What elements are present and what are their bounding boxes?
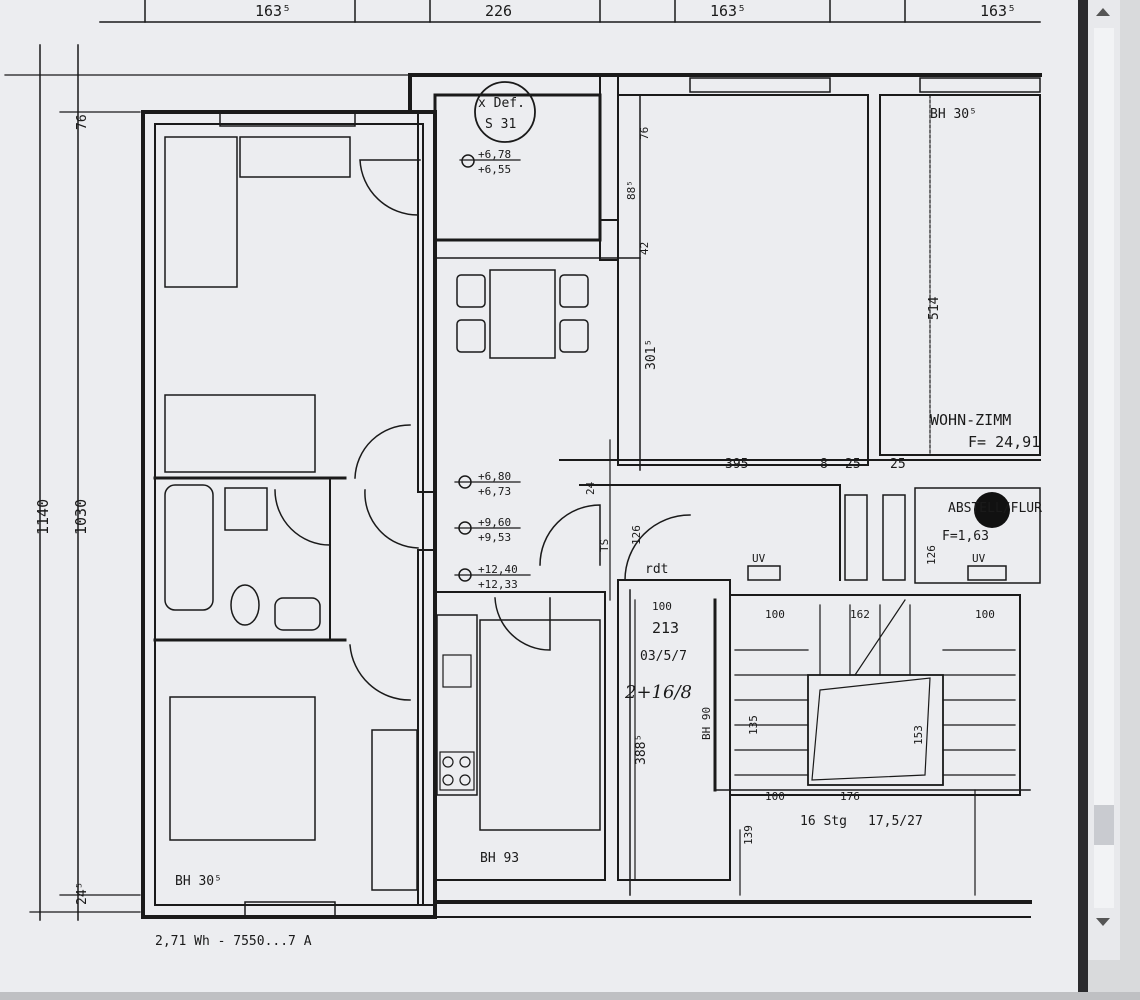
- bh-bedroom: BH 30⁵: [175, 874, 222, 889]
- hall3-level-1: +12,40: [478, 563, 518, 576]
- dim-top-1: 163⁵: [255, 2, 291, 20]
- dim-inner-139: 139: [742, 825, 755, 845]
- chair: [559, 319, 589, 353]
- dim-inner-3015: 301⁵: [644, 339, 659, 370]
- stair-handwritten: 2+16/8: [624, 682, 692, 703]
- kitchen: [434, 591, 606, 881]
- stair-ratio: 03/5/7: [640, 649, 687, 664]
- door-corridor: [539, 504, 601, 566]
- bh-living: BH 30⁵: [930, 107, 977, 122]
- door-bedroom-bottom: [349, 644, 411, 701]
- dim-top-4: 163⁵: [980, 2, 1016, 20]
- staircase: [729, 594, 1021, 796]
- dim-inner-162: 162: [850, 608, 870, 621]
- dim-inner-25b: 25: [890, 457, 906, 472]
- scroll-up-icon[interactable]: [1096, 8, 1110, 16]
- washbasin: [224, 487, 268, 531]
- dim-inner-885: 88⁵: [625, 180, 638, 200]
- door-bath: [274, 489, 331, 546]
- dim-inner-135: 135: [747, 715, 760, 735]
- stair-rise: 17,5/27: [868, 814, 923, 829]
- dim-top-2: 226: [485, 2, 512, 20]
- dim-inner-514: 514: [927, 296, 942, 320]
- room-living-area: F= 24,91: [968, 433, 1040, 451]
- dim-left-inner: 1030: [72, 499, 90, 535]
- scroll-track[interactable]: [1094, 28, 1114, 908]
- scroll-thumb[interactable]: [1094, 805, 1114, 845]
- room-bath-name: ABSTELL/FLUR: [948, 501, 1042, 516]
- scroll-down-icon[interactable]: [1096, 918, 1110, 926]
- chair: [456, 274, 486, 308]
- chair: [456, 319, 486, 353]
- defect-marker: [474, 81, 536, 143]
- dim-left-total: 1140: [34, 499, 52, 535]
- wardrobe-top: [239, 136, 351, 178]
- dim-left-top: 76: [75, 114, 90, 130]
- dim-inner-176: 176: [840, 790, 860, 803]
- label-ts: TS: [598, 539, 611, 552]
- door-hall-top: [354, 424, 411, 479]
- vertical-scrollbar[interactable]: [1088, 0, 1120, 960]
- hall1-level-1: +6,80: [478, 470, 511, 483]
- floor-plan-drawing: 163⁵ 226 163⁵ 163⁵ 1140 1030 24⁵ 76 WOHN…: [4, 0, 1042, 949]
- wall-left-block: [141, 110, 437, 919]
- shaft-level-2: +6,55: [478, 163, 511, 176]
- kitchen-sink: [442, 654, 472, 688]
- label-uv-2: UV: [972, 552, 986, 565]
- dim-inner-126b: 126: [925, 545, 938, 565]
- floor-plan-sheet: 163⁵ 226 163⁵ 163⁵ 1140 1030 24⁵ 76 WOHN…: [0, 0, 1078, 992]
- shaft-level-1: +6,78: [478, 148, 511, 161]
- dim-inner-25a: 25: [845, 457, 861, 472]
- bathtub: [164, 484, 214, 611]
- screen-bottom-edge: [0, 992, 1140, 1000]
- dim-inner-100a: 100: [652, 600, 672, 613]
- toilet: [230, 584, 260, 626]
- hall1-level-2: +6,73: [478, 485, 511, 498]
- room-living-name: WOHN-ZIMM: [930, 411, 1011, 429]
- shaft-code: S 31: [485, 117, 516, 132]
- shaft-label: x Def.: [478, 96, 525, 111]
- ink-blot: [974, 492, 1010, 528]
- storage-room: [433, 93, 602, 242]
- dim-inner-8: 8: [820, 457, 828, 472]
- dim-inner-100d: 100: [765, 790, 785, 803]
- door-bedroom-top: [359, 159, 421, 216]
- hall2-level-1: +9,60: [478, 516, 511, 529]
- living-room: [617, 94, 869, 466]
- dim-inner-42: 42: [638, 242, 651, 255]
- dim-inner-100b: 100: [765, 608, 785, 621]
- bh-kitchen: BH 93: [480, 851, 519, 866]
- dim-top-3: 163⁵: [710, 2, 746, 20]
- dim-left-bottom: 24⁵: [75, 882, 90, 905]
- dining-table: [489, 269, 556, 359]
- bed-single-top: [164, 136, 238, 288]
- hall2-level-2: +9,53: [478, 531, 511, 544]
- label-uv-1: UV: [752, 552, 766, 565]
- sink-bath: [274, 597, 321, 631]
- stove: [439, 751, 475, 791]
- footer-text: 2,71 Wh - 7550...7 A: [155, 934, 312, 949]
- dim-inner-3885: 388⁵: [634, 734, 649, 765]
- dim-inner-153: 153: [912, 725, 925, 745]
- chair: [559, 274, 589, 308]
- stair-steps: 16 Stg: [800, 814, 847, 829]
- dim-inner-100c: 100: [975, 608, 995, 621]
- wardrobe-bottom: [371, 729, 418, 891]
- room-bath-area: F=1,63: [942, 529, 989, 544]
- dim-inner-24: 24: [584, 481, 597, 495]
- door-hall-middle: [364, 489, 419, 549]
- stair-code: 213: [652, 619, 679, 637]
- hall3-level-2: +12,33: [478, 578, 518, 591]
- bed-single-middle: [164, 394, 316, 473]
- bed-double: [169, 696, 316, 841]
- door-kitchen: [494, 597, 551, 651]
- label-rdt: rdt: [645, 562, 668, 577]
- bh-stair: BH 90: [700, 707, 713, 740]
- dim-inner-76: 76: [638, 127, 651, 140]
- dim-inner-395: 395: [725, 457, 748, 472]
- monitor-bezel: [1078, 0, 1088, 1000]
- dim-inner-126a: 126: [630, 525, 643, 545]
